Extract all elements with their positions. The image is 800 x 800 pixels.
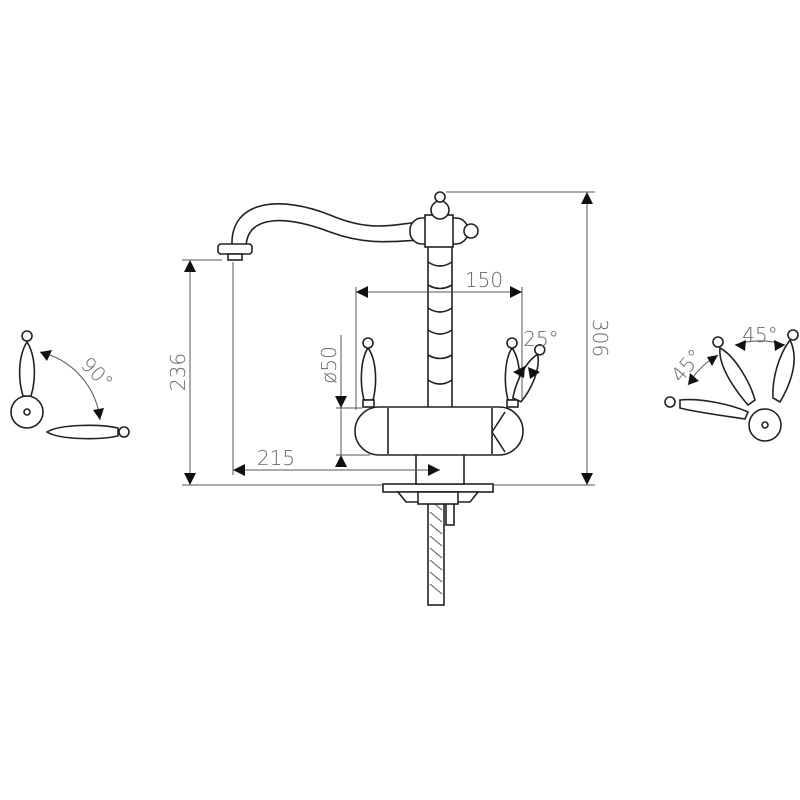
label-left-rotation: 90°	[76, 352, 118, 394]
label-total-height: 306	[588, 319, 612, 357]
label-right-rotation-b: 45°	[742, 323, 777, 347]
spout	[217, 203, 421, 261]
left-side-view	[10, 330, 130, 440]
tilt-arrows	[513, 366, 540, 379]
label-spout-reach: 215	[257, 446, 295, 470]
dim-total-height	[182, 191, 595, 486]
label-body-diameter: ø50	[317, 346, 341, 384]
dim-body-diameter	[335, 335, 370, 467]
right-side-view	[664, 329, 799, 442]
left-handle	[360, 337, 377, 408]
label-handle-tilt: 25°	[523, 327, 558, 351]
hose	[427, 494, 455, 606]
label-handle-spacing: 150	[465, 268, 503, 292]
dim-spout-reach	[232, 262, 440, 476]
column	[409, 191, 479, 416]
dim-handle-spacing	[355, 286, 523, 410]
label-spout-height: 236	[166, 353, 190, 391]
label-right-rotation-a: 45°	[666, 344, 707, 387]
dim-spout-height	[182, 259, 222, 485]
valve-body	[354, 406, 524, 456]
right-handle-tilted	[511, 344, 546, 403]
base-plate	[382, 483, 494, 505]
